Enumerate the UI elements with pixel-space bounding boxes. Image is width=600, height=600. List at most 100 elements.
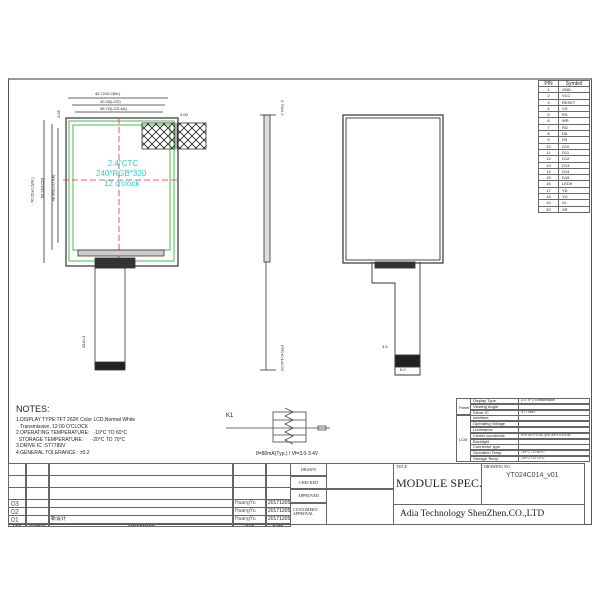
lcd-resolution-label: 240*RGB*320: [96, 169, 147, 178]
dim-fpc-thickness: FPC+0.1±0.03: [280, 345, 285, 371]
lcd-size-label: 2.4"CTC: [107, 159, 139, 168]
pin-number: 19: [539, 200, 559, 206]
revision-header: DATE: [265, 523, 291, 527]
backlight-circuit: [226, 407, 330, 445]
dim-thickness: 2.70±0.2: [280, 100, 285, 116]
pin-symbol: RS: [562, 112, 568, 118]
pin-number: 17: [539, 187, 559, 194]
customer-approval-label: CUSTOMER'S APPROVAL: [290, 503, 327, 525]
pin-symbol: LEDK: [562, 181, 573, 187]
pin-symbol: XL: [562, 200, 567, 206]
drawing-no-cell: DRAWING NO. YT024C014_v01: [481, 463, 585, 505]
pin-symbol: XR: [562, 206, 568, 212]
approved-label: APPROVED: [290, 489, 327, 503]
pin-number: 13: [539, 162, 559, 168]
pin-number: 1: [539, 87, 559, 93]
back-view: [342, 114, 444, 376]
dim-offset-right: 3.00: [180, 112, 188, 117]
pin-number: 20: [539, 206, 559, 212]
spec-value: -10°C TO 60°C: [518, 450, 590, 457]
note-line: 1.DISPLAY TYPE:TFT 262K Color LCD,Normal…: [16, 417, 136, 423]
pin-symbol: YD: [562, 187, 568, 193]
dim-offset-top: 3.05: [55, 110, 61, 118]
pin-symbol: D10: [562, 143, 570, 149]
dim-width-bl: 42.72±0.2(BL): [95, 91, 121, 96]
pin-number: 2: [539, 93, 559, 99]
spec-value: 2.4"TFT/Transmissive: [518, 398, 590, 404]
dim-height-aa: 48.96(LCD AA): [50, 174, 56, 202]
pin-symbol: D11: [562, 149, 570, 155]
document-title: MODULE SPEC.: [396, 476, 482, 490]
viewing-direction-label: 12 o'clock: [104, 179, 140, 188]
pin-symbol: D14: [562, 168, 570, 174]
pin-number: 11: [539, 149, 559, 156]
pin-number: 5: [539, 112, 559, 118]
dim-height-bl: 60.26±0.2(BL): [29, 177, 35, 203]
pin-table-header: PIN Symbol: [538, 80, 590, 87]
revision-header: SIGN: [232, 523, 267, 527]
pin-header: PIN: [539, 81, 559, 87]
pin-number: 18: [539, 194, 559, 200]
spec-group-label: LCM: [456, 415, 471, 462]
company-name: Adia Technology ShenZhen.CO.,LTD: [393, 504, 585, 525]
dim-height-lcd: 56.26(LCD): [39, 177, 45, 199]
pin-number: 14: [539, 168, 559, 175]
dim-fpc-b: 6.0: [400, 367, 406, 372]
note-line: STORAGE TEMPERATURE: -20°C TO 70°C: [16, 436, 126, 443]
pin-symbol: D12: [562, 156, 570, 162]
pin-number: 16: [539, 181, 559, 187]
pin-number: 9: [539, 137, 559, 143]
pin-symbol: VCC: [562, 93, 571, 99]
pin-symbol: RESET: [562, 99, 576, 105]
spec-value: [518, 421, 590, 428]
backlight-spec: If=80mA(Typ.) / Vf=3.0-3.4V: [256, 451, 319, 457]
drawn-value: [326, 463, 394, 489]
k1-label: K1: [226, 413, 234, 419]
note-line: 2.OPERATING TEMPERATURE: -10°C TO 60°C: [16, 430, 128, 437]
spec-value: x=0.31+/-0.03, y=0.33+/-0.03 w/: [518, 432, 590, 439]
drawing-no-label: DRAWING NO.: [484, 464, 511, 469]
spec-value: ST7789V: [518, 409, 590, 416]
spec-group-label: Panel: [456, 398, 471, 416]
pin-number: 15: [539, 175, 559, 181]
hatched-area: [176, 122, 207, 150]
notes-list: 1.DISPLAY TYPE:TFT 262K Color LCD,Normal…: [16, 417, 135, 457]
pin-symbol: D13: [562, 162, 570, 168]
note-line: 4.GENERAL TOLERANCE : ±0.2: [16, 449, 90, 456]
pin-symbol: WR: [562, 118, 569, 124]
side-view: [260, 114, 276, 371]
pin-number: 10: [539, 143, 559, 149]
front-view: [43, 97, 207, 371]
spec-value: -20°C TO 70°C: [518, 456, 590, 462]
pin-number: 6: [539, 118, 559, 124]
notes-title: NOTES:: [16, 404, 50, 414]
dim-fpc-length: 33±0.3: [81, 335, 87, 349]
spec-value: [518, 415, 590, 422]
pin-symbol: D15: [562, 175, 570, 181]
dim-width-lcd: 40.32(LCD): [100, 99, 121, 104]
pin-number: 4: [539, 105, 559, 112]
symbol-header: Symbol: [565, 81, 583, 87]
revision-header: SYMBOL: [25, 523, 50, 527]
pin-symbol: D9: [562, 137, 568, 143]
